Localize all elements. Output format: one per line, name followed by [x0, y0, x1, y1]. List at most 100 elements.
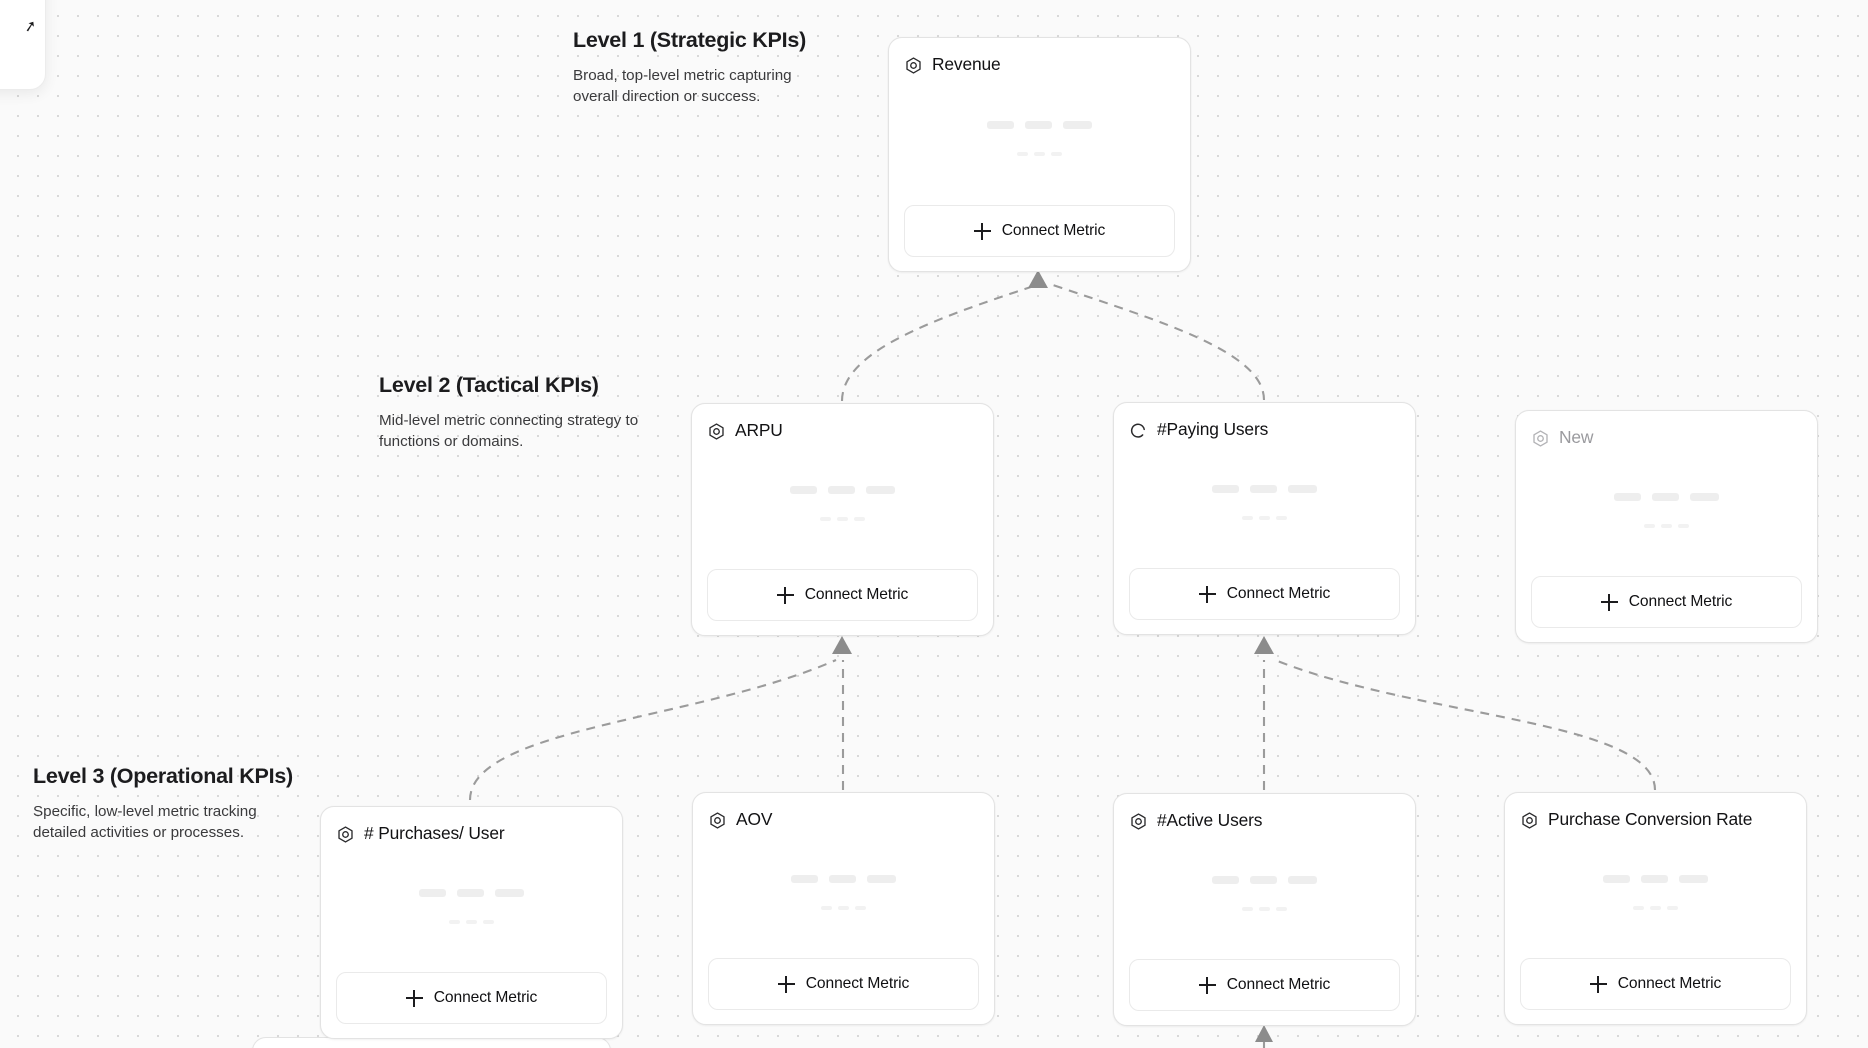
connect-metric-label: Connect Metric — [433, 989, 538, 1007]
skeleton-bar — [1614, 493, 1641, 501]
skeleton-bar — [867, 875, 896, 883]
hexagon-target-icon — [904, 56, 923, 75]
connect-metric-button[interactable]: Connect Metric — [1531, 576, 1802, 628]
card-header: Revenue — [904, 52, 1175, 78]
arrowhead-paying-users — [1254, 636, 1274, 654]
metric-card-active-users[interactable]: #Active Users Connect Metric — [1113, 793, 1416, 1026]
metric-card-purchase-conversion-rate[interactable]: Purchase Conversion Rate Connect Metric — [1504, 792, 1807, 1025]
card-title: AOV — [736, 809, 773, 830]
skeleton-bar — [483, 920, 494, 924]
hexagon-target-icon — [1531, 429, 1550, 448]
skeleton-bar — [855, 906, 866, 910]
hexagon-target-icon — [336, 825, 355, 844]
plus-icon — [777, 975, 795, 993]
metric-card-purchases-per-user[interactable]: # Purchases/ User Connect Metric — [320, 806, 623, 1039]
edge-conversion-to-paying-users — [1274, 659, 1657, 791]
skeleton-bar — [1242, 516, 1253, 520]
metric-card-revenue[interactable]: Revenue Connect Metric — [888, 37, 1191, 272]
skeleton-bar — [1025, 121, 1052, 129]
cursor-arrow-icon: ➚ — [22, 16, 39, 36]
connect-metric-label: Connect Metric — [1226, 976, 1331, 994]
skeleton-row-secondary — [821, 906, 866, 910]
plus-icon — [776, 586, 794, 604]
connect-metric-button[interactable]: Connect Metric — [1129, 568, 1400, 620]
skeleton-bar — [1288, 876, 1317, 884]
card-title: Revenue — [932, 54, 1001, 75]
skeleton-row-primary — [791, 875, 896, 883]
edge-purchases-to-arpu — [468, 659, 837, 801]
skeleton-bar — [1679, 875, 1708, 883]
skeleton-row-primary — [1212, 876, 1317, 884]
connect-metric-button[interactable]: Connect Metric — [708, 958, 979, 1010]
connect-metric-button[interactable]: Connect Metric — [1129, 959, 1400, 1011]
skeleton-row-secondary — [449, 920, 494, 924]
skeleton-bar — [449, 920, 460, 924]
connect-metric-button[interactable]: Connect Metric — [1520, 958, 1791, 1010]
skeleton-bar — [466, 920, 477, 924]
skeleton-bar — [987, 121, 1014, 129]
hexagon-target-icon — [707, 422, 726, 441]
connect-metric-label: Connect Metric — [1226, 585, 1331, 603]
card-header: #Active Users — [1129, 808, 1400, 834]
skeleton-bar — [866, 486, 895, 494]
skeleton-row-primary — [790, 486, 895, 494]
metric-card-paying-users[interactable]: #Paying Users Connect Metric — [1113, 402, 1416, 635]
skeleton-bar — [1690, 493, 1719, 501]
card-header: ARPU — [707, 418, 978, 444]
skeleton-bar — [1633, 906, 1644, 910]
card-skeleton-body — [707, 444, 978, 569]
level-3-title: Level 3 (Operational KPIs) — [33, 764, 293, 788]
card-title: ARPU — [735, 420, 783, 441]
connect-metric-button[interactable]: Connect Metric — [904, 205, 1175, 257]
skeleton-bar — [1641, 875, 1668, 883]
skeleton-bar — [457, 889, 484, 897]
skeleton-bar — [1644, 524, 1655, 528]
skeleton-bar — [1250, 485, 1277, 493]
metric-card-aov[interactable]: AOV Connect Metric — [692, 792, 995, 1025]
plus-icon — [405, 989, 423, 1007]
level-3-description: Specific, low-level metric tracking deta… — [33, 802, 257, 842]
skeleton-bar — [1603, 875, 1630, 883]
card-skeleton-body — [904, 78, 1175, 205]
card-title: Purchase Conversion Rate — [1548, 809, 1753, 830]
skeleton-bar — [1678, 524, 1689, 528]
card-skeleton-body — [1531, 451, 1802, 576]
arrowhead-revenue — [1028, 270, 1048, 288]
card-title: #Paying Users — [1157, 419, 1269, 440]
skeleton-row-secondary — [820, 517, 865, 521]
arrowhead-active-users-bottom — [1255, 1025, 1273, 1042]
skeleton-row-secondary — [1633, 906, 1678, 910]
card-skeleton-body — [1129, 443, 1400, 568]
skeleton-bar — [1034, 152, 1045, 156]
skeleton-bar — [1212, 485, 1239, 493]
skeleton-bar — [1259, 516, 1270, 520]
metric-card-new[interactable]: New Connect Metric — [1515, 410, 1818, 643]
skeleton-row-primary — [1603, 875, 1708, 883]
plus-icon — [1198, 585, 1216, 603]
card-title: #Active Users — [1157, 810, 1263, 831]
skeleton-bar — [1652, 493, 1679, 501]
skeleton-bar — [1288, 485, 1317, 493]
card-header: # Purchases/ User — [336, 821, 607, 847]
card-header: #Paying Users — [1129, 417, 1400, 443]
skeleton-bar — [1667, 906, 1678, 910]
skeleton-row-secondary — [1242, 907, 1287, 911]
skeleton-bar — [1650, 906, 1661, 910]
connect-metric-label: Connect Metric — [1628, 593, 1733, 611]
loading-spinner-icon — [1129, 421, 1148, 440]
plus-icon — [1600, 593, 1618, 611]
card-skeleton-body — [1520, 833, 1791, 958]
skeleton-row-primary — [1614, 493, 1719, 501]
card-header: AOV — [708, 807, 979, 833]
metric-card-arpu[interactable]: ARPU Connect Metric — [691, 403, 994, 636]
connect-metric-button[interactable]: Connect Metric — [707, 569, 978, 621]
level-1-description: Broad, top-level metric capturing overal… — [573, 66, 792, 106]
connect-metric-button[interactable]: Connect Metric — [336, 972, 607, 1024]
skeleton-row-primary — [419, 889, 524, 897]
level-2-title: Level 2 (Tactical KPIs) — [379, 373, 599, 397]
corner-floating-panel[interactable]: ➚ — [0, 0, 46, 90]
skeleton-bar — [821, 906, 832, 910]
connect-metric-label: Connect Metric — [1001, 222, 1106, 240]
connect-metric-label: Connect Metric — [804, 586, 909, 604]
